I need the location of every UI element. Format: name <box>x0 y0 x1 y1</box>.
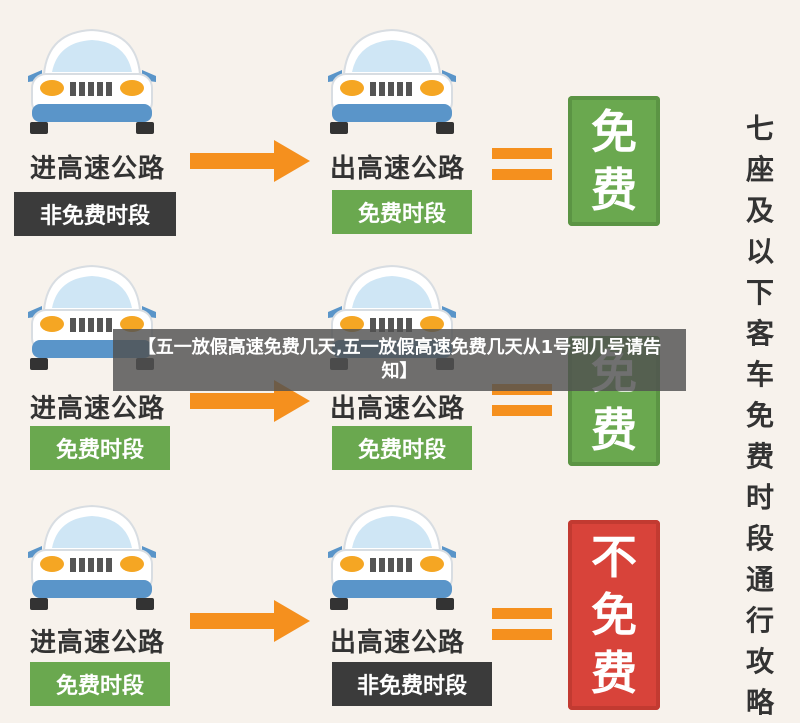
entry-tag: 非免费时段 <box>14 192 176 236</box>
car-icon <box>22 500 162 610</box>
exit-label: 出高速公路 <box>330 394 466 424</box>
entry-tag: 免费时段 <box>30 662 170 706</box>
entry-label: 进高速公路 <box>30 394 166 424</box>
overlay-caption: 【五一放假高速免费几天,五一放假高速免费几天从1号到几号请告知】 <box>113 329 686 391</box>
entry-label: 进高速公路 <box>30 154 166 184</box>
exit-label: 出高速公路 <box>330 628 466 658</box>
equals-icon <box>492 604 552 644</box>
side-title: 七座及 以下客 车免费 时段通 行攻略 <box>745 112 774 719</box>
result-badge: 不 免 费 <box>568 520 660 710</box>
exit-tag: 免费时段 <box>332 426 472 470</box>
result-badge: 免 费 <box>568 96 660 226</box>
entry-tag: 免费时段 <box>30 426 170 470</box>
exit-tag: 免费时段 <box>332 190 472 234</box>
car-icon <box>22 24 162 134</box>
car-icon <box>322 500 462 610</box>
car-icon <box>322 24 462 134</box>
arrow-icon <box>190 138 310 184</box>
exit-label: 出高速公路 <box>330 154 466 184</box>
arrow-icon <box>190 598 310 644</box>
entry-label: 进高速公路 <box>30 628 166 658</box>
equals-icon <box>492 144 552 184</box>
exit-tag: 非免费时段 <box>332 662 492 706</box>
